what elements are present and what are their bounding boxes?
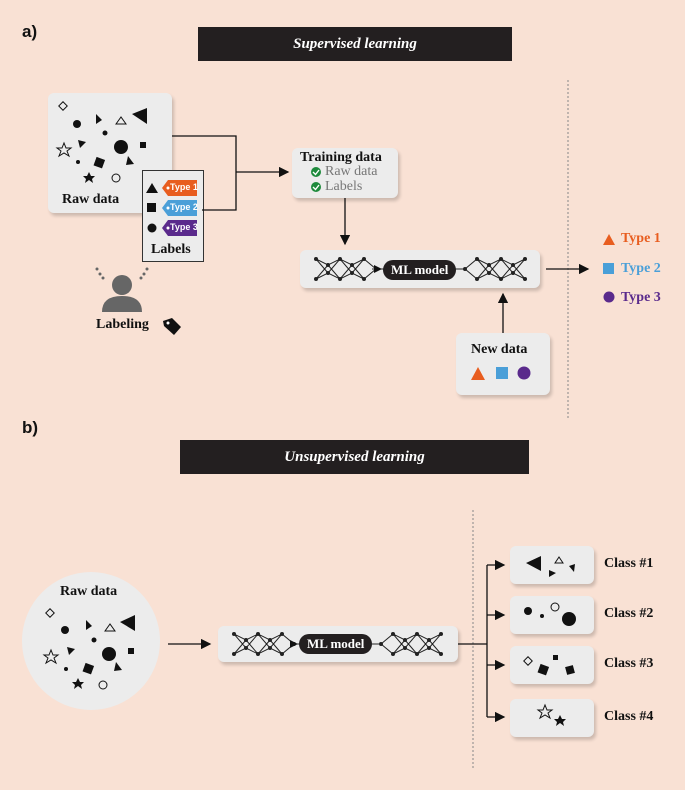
class-4-shapes <box>536 703 566 726</box>
class-3-shapes <box>523 655 575 676</box>
tag-type-2: Type 2 <box>170 202 198 212</box>
class-3-label: Class #3 <box>604 656 654 671</box>
training-data-box <box>292 148 398 198</box>
panel-a-label: a) <box>22 22 38 41</box>
raw-data-shapes-b <box>42 608 135 690</box>
tag-type-3: Type 3 <box>170 222 198 232</box>
class-1-label: Class #1 <box>604 556 654 571</box>
output-type-3: Type 3 <box>621 290 661 305</box>
raw-data-shapes-a <box>55 101 147 183</box>
class-4-box <box>510 699 594 737</box>
tag-type-1: Type 1 <box>170 182 198 192</box>
class-2-shapes <box>524 602 576 626</box>
new-data-title: New data <box>471 342 528 357</box>
panel-b-label: b) <box>22 418 39 437</box>
output-triangle <box>603 234 615 245</box>
labels-shapes <box>146 180 197 236</box>
training-data-title: Training data <box>300 150 382 165</box>
output-circle <box>603 291 615 303</box>
raw-data-circle-b <box>22 572 160 710</box>
new-data-box <box>456 333 550 395</box>
supervised-banner: Supervised learning <box>198 27 512 61</box>
output-type-1: Type 1 <box>621 231 661 246</box>
output-square <box>603 263 614 274</box>
ml-model-label-a: ML model <box>383 260 457 280</box>
unsupervised-banner: Unsupervised learning <box>180 440 529 474</box>
training-item-labels: Labels <box>325 179 363 194</box>
person-icon <box>95 267 149 312</box>
check-icons <box>311 167 321 192</box>
tag-icon <box>163 318 181 335</box>
class-2-box <box>510 596 594 634</box>
class-1-shapes <box>526 556 575 577</box>
ml-model-label-b: ML model <box>299 634 373 654</box>
class-4-label: Class #4 <box>604 709 654 724</box>
training-item-raw: Raw data <box>325 164 378 179</box>
class-2-label: Class #2 <box>604 606 654 621</box>
raw-data-label-a: Raw data <box>62 192 120 207</box>
class-1-box <box>510 546 594 584</box>
output-type-2: Type 2 <box>621 261 661 276</box>
labels-title: Labels <box>151 242 191 257</box>
raw-data-label-b: Raw data <box>60 584 118 599</box>
labeling-label: Labeling <box>96 317 149 332</box>
class-3-box <box>510 646 594 684</box>
